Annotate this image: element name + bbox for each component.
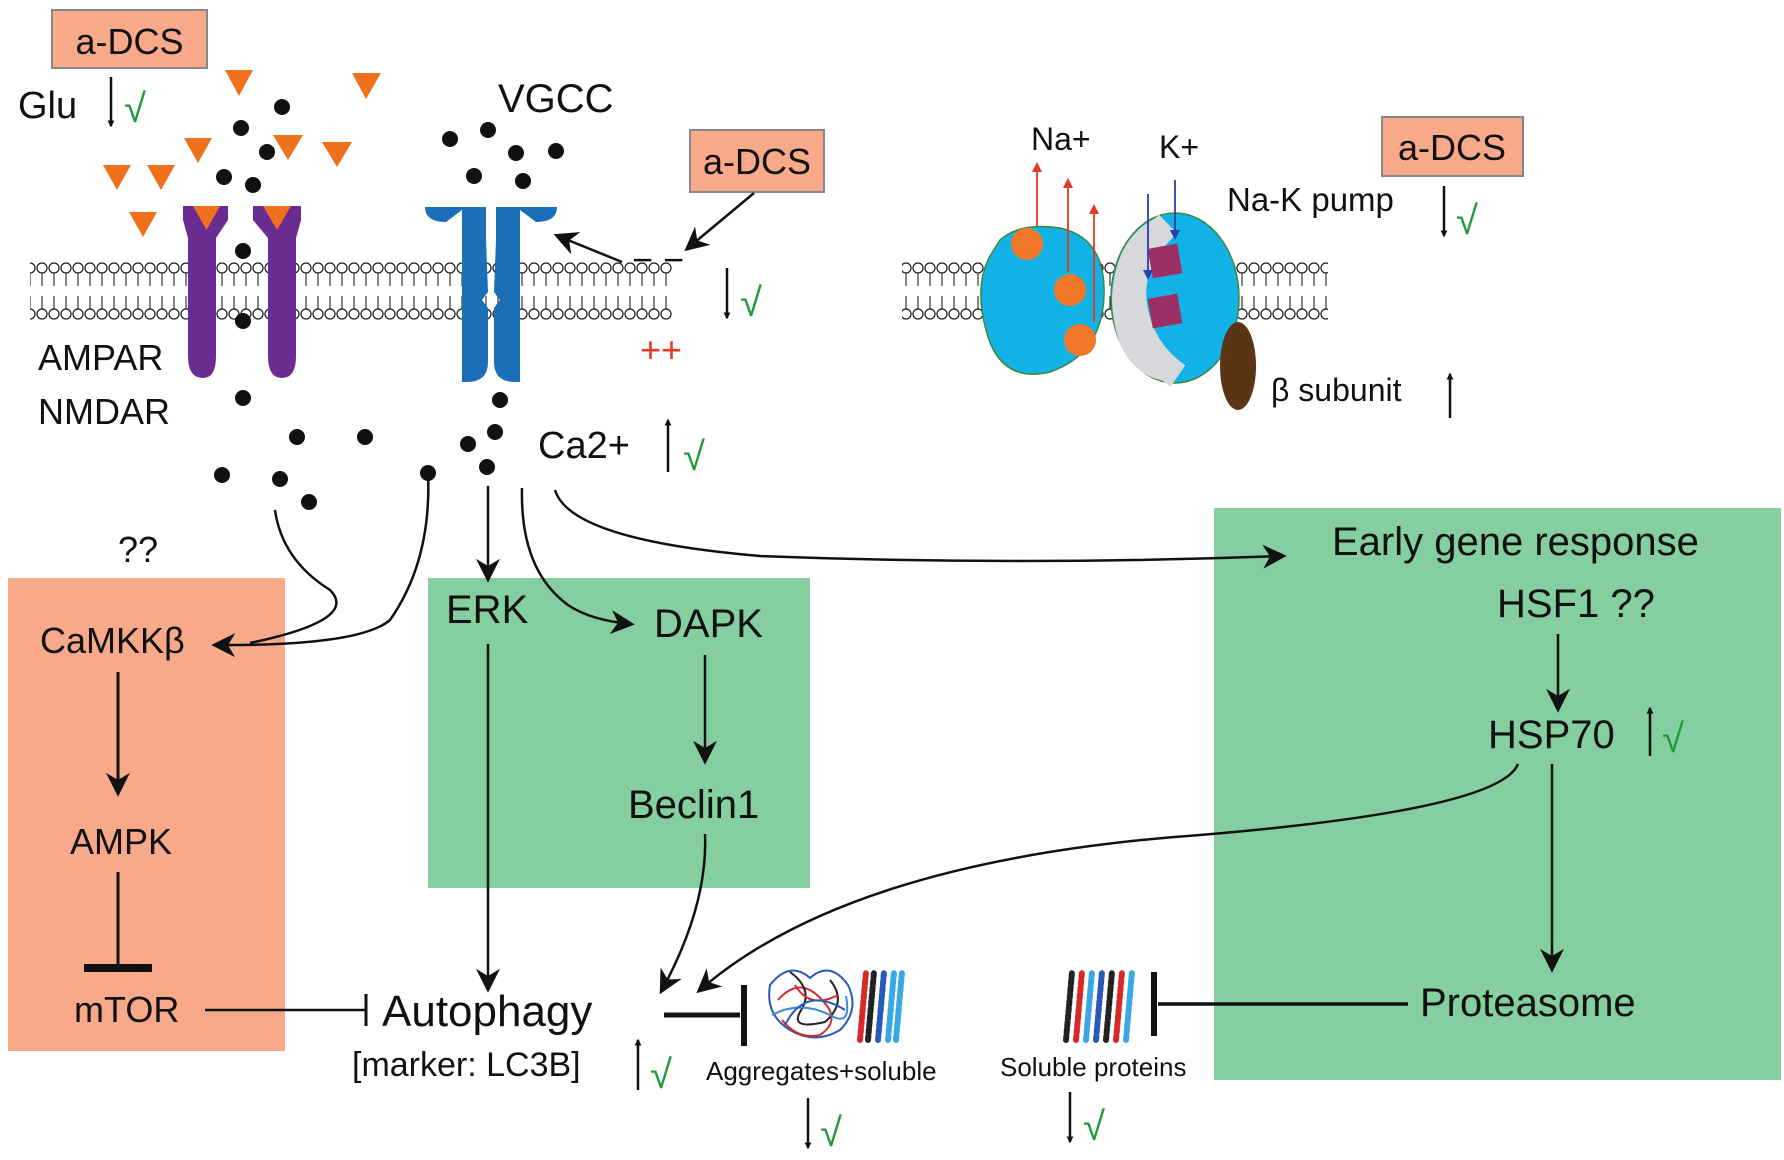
check-icon: √ <box>1083 1105 1105 1149</box>
sodium-pump-subunit <box>980 225 1105 375</box>
sodium-label: Na+ <box>1031 121 1091 157</box>
adcs-box-glu <box>51 9 208 69</box>
ampk-label: AMPK <box>70 821 172 862</box>
ca-to-early-gene-arrow <box>553 489 1287 569</box>
glutamate-molecules <box>103 70 381 237</box>
vgcc-channel <box>425 207 557 382</box>
calcium-label: Ca2+ <box>538 425 630 467</box>
aggregates-label: Aggregates+soluble <box>706 1056 937 1086</box>
hsp70-to-autophagy-arrow <box>696 763 1520 994</box>
calcium-kinase-box <box>8 578 285 1051</box>
soluble-proteins-label: Soluble proteins <box>1000 1052 1186 1082</box>
calcium-ions <box>214 99 564 510</box>
check-icon: √ <box>740 281 762 325</box>
check-icon: √ <box>820 1111 842 1155</box>
check-icon: √ <box>1662 717 1684 761</box>
early-gene-box <box>1214 508 1781 1080</box>
ampar-nmdar-receptor <box>183 206 301 378</box>
check-icon: √ <box>683 435 705 479</box>
erk-label: ERK <box>446 588 529 632</box>
camkkb-label: CaMKKβ <box>40 620 185 661</box>
ampar-label: AMPAR <box>38 337 163 378</box>
ca-to-dapk-arrow <box>520 487 635 635</box>
beclin-to-autophagy-arrow <box>659 833 707 995</box>
dapk-label: DAPK <box>654 602 763 646</box>
ca-to-camkkb-arrow-1 <box>249 509 338 645</box>
charge-to-channel-arrow <box>553 232 623 264</box>
plus-charge: ++ <box>640 329 682 370</box>
soluble-protein-chains-2 <box>1063 969 1135 1043</box>
glutamate-bound <box>193 206 291 230</box>
glu-label: Glu <box>18 85 77 127</box>
hsp70-label: HSP70 <box>1488 713 1615 757</box>
early-gene-label: Early gene response <box>1332 520 1699 564</box>
mtor-label: mTOR <box>74 989 179 1030</box>
adcs-box-pump <box>1381 116 1524 177</box>
adcs-label-vgcc: a-DCS <box>703 141 811 182</box>
nmdar-label: NMDAR <box>38 391 170 432</box>
potassium-label: K+ <box>1159 129 1199 165</box>
beta-subunit-label: β subunit <box>1271 372 1402 408</box>
minus-charge: − − <box>632 239 684 280</box>
beta-subunit-shape <box>1220 322 1256 410</box>
check-icon: √ <box>1456 199 1478 243</box>
potassium-pump-subunit <box>1110 212 1240 387</box>
adcs-to-membrane-arrow <box>684 192 755 252</box>
proteasome-label: Proteasome <box>1420 981 1636 1025</box>
membrane-left <box>30 262 672 320</box>
autophagy-label: Autophagy <box>382 987 592 1036</box>
soluble-protein-chains-1 <box>857 969 905 1043</box>
lc3b-marker-label: [marker: LC3B] <box>352 1046 581 1084</box>
ca-to-camkkb-arrow-2 <box>211 471 430 658</box>
beclin-label: Beclin1 <box>628 783 759 827</box>
check-icon: √ <box>650 1053 672 1097</box>
hsf1-label: HSF1 ?? <box>1497 582 1655 626</box>
nak-pump-label: Na-K pump <box>1227 181 1394 218</box>
adcs-box-vgcc <box>689 129 825 193</box>
adcs-label-glu: a-DCS <box>75 21 183 62</box>
vgcc-label: VGCC <box>498 77 614 121</box>
unknown-mark-left: ?? <box>118 529 158 570</box>
adcs-label-pump: a-DCS <box>1398 127 1506 168</box>
protein-aggregate-icon <box>768 969 854 1039</box>
check-icon: √ <box>124 87 146 131</box>
